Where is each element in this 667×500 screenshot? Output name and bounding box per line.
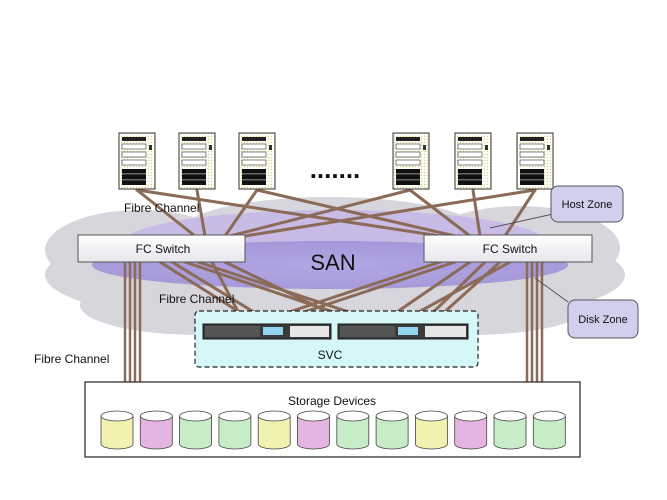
storage-disk-icon bbox=[257, 410, 291, 450]
svc-label: SVC bbox=[318, 348, 343, 362]
host-zone-callout: Host Zone bbox=[489, 185, 624, 229]
server-icon[interactable] bbox=[238, 132, 276, 190]
svc-node-1[interactable] bbox=[202, 323, 332, 340]
server-cables bbox=[135, 188, 537, 238]
fc-switch-right-label: FC Switch bbox=[483, 242, 538, 256]
server-icon[interactable] bbox=[178, 132, 216, 190]
storage-disk-icon bbox=[336, 410, 370, 450]
server-icon[interactable] bbox=[392, 132, 430, 190]
storage-label: Storage Devices bbox=[288, 394, 376, 408]
storage-trunks bbox=[123, 262, 544, 382]
fc-switch-right[interactable]: FC Switch bbox=[423, 234, 593, 263]
fibre-channel-top-label: Fibre Channel bbox=[124, 201, 199, 215]
storage-disk-icon bbox=[414, 410, 448, 450]
ellipsis-label: ....... bbox=[310, 154, 361, 184]
storage-disk-icon bbox=[100, 410, 134, 450]
storage-disk-icon bbox=[218, 410, 252, 450]
disk-zone-callout: Disk Zone bbox=[534, 277, 639, 339]
fc-switch-left[interactable]: FC Switch bbox=[77, 234, 246, 263]
storage-disk-icon bbox=[139, 410, 173, 450]
server-group bbox=[118, 132, 554, 190]
san-label: SAN bbox=[310, 250, 355, 275]
storage-disk-icon bbox=[532, 410, 566, 450]
server-icon[interactable] bbox=[516, 132, 554, 190]
storage-disk-icon bbox=[493, 410, 527, 450]
fibre-channel-left-label: Fibre Channel bbox=[34, 352, 109, 366]
svc-cluster[interactable]: SVC bbox=[194, 310, 479, 368]
server-icon[interactable] bbox=[454, 132, 492, 190]
server-icon[interactable] bbox=[118, 132, 156, 190]
svc-node-2[interactable] bbox=[337, 323, 469, 340]
storage-disk-icon bbox=[179, 410, 213, 450]
storage-disk-icon bbox=[454, 410, 488, 450]
storage-devices[interactable]: Storage Devices bbox=[84, 381, 581, 458]
storage-disk-icon bbox=[375, 410, 409, 450]
disk-zone-label: Disk Zone bbox=[578, 314, 628, 326]
disk-row bbox=[100, 410, 566, 450]
storage-disk-icon bbox=[297, 410, 330, 450]
host-zone-label: Host Zone bbox=[562, 199, 613, 211]
fibre-channel-mid-label: Fibre Channel bbox=[159, 292, 234, 306]
fc-switch-left-label: FC Switch bbox=[136, 242, 191, 256]
